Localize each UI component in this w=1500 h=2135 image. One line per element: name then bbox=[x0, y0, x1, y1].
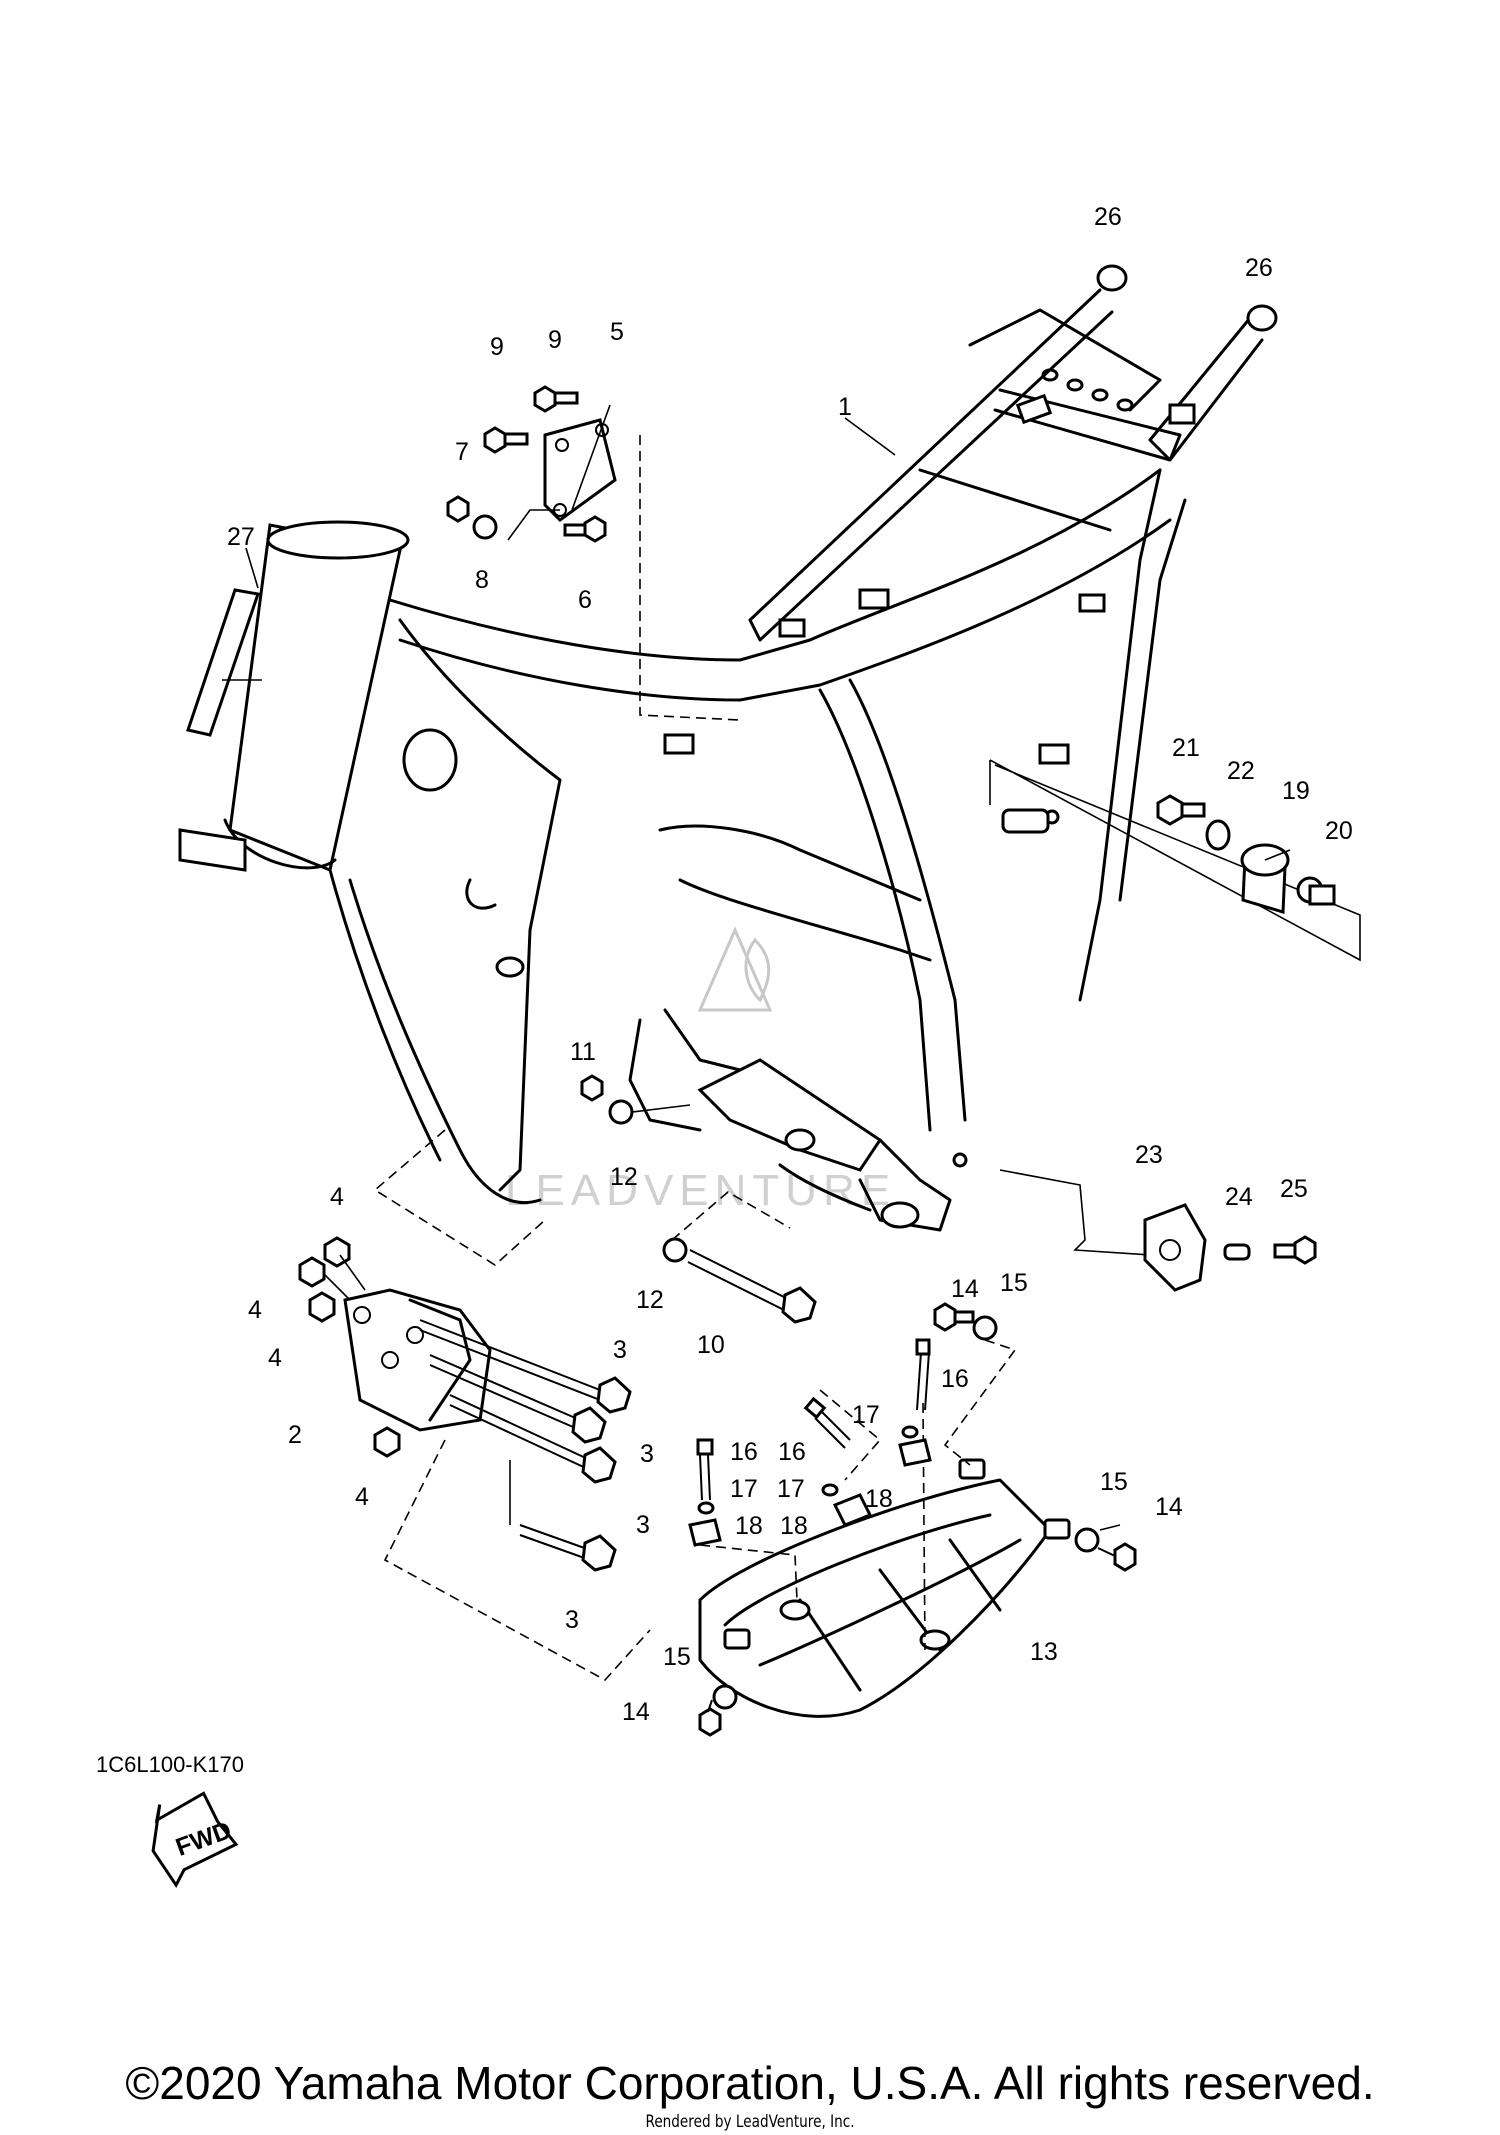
callout-18: 18 bbox=[780, 1512, 808, 1540]
diagram-code: 1C6L100-K170 bbox=[96, 1752, 245, 1777]
skid-plate-guard bbox=[698, 1339, 1071, 1718]
callout-21: 21 bbox=[1172, 734, 1200, 762]
copyright-notice: ©2020 Yamaha Motor Corporation, U.S.A. A… bbox=[125, 2057, 1375, 2109]
callout-numbers: 1 2 3 3 3 3 4 4 4 4 5 6 7 8 9 9 10 11 12… bbox=[227, 203, 1353, 1726]
callout-16: 16 bbox=[778, 1438, 806, 1466]
frame-guard-27 bbox=[186, 588, 260, 737]
callout-15: 15 bbox=[1100, 1468, 1128, 1496]
callout-18: 18 bbox=[735, 1512, 763, 1540]
callout-3: 3 bbox=[640, 1440, 654, 1468]
callout-15: 15 bbox=[663, 1643, 691, 1671]
callout-23: 23 bbox=[1135, 1141, 1163, 1169]
callout-14: 14 bbox=[622, 1698, 650, 1726]
callout-4: 4 bbox=[355, 1483, 369, 1511]
watermark-text: LEADVENTURE bbox=[505, 1166, 896, 1215]
callout-11: 11 bbox=[570, 1038, 596, 1066]
skid-plate-fasteners bbox=[688, 1302, 1137, 1737]
callout-8: 8 bbox=[475, 566, 489, 594]
callout-27: 27 bbox=[227, 523, 255, 551]
callout-4: 4 bbox=[330, 1183, 344, 1211]
callout-18: 18 bbox=[865, 1485, 893, 1513]
callout-19: 19 bbox=[1282, 777, 1310, 805]
callout-17: 17 bbox=[777, 1475, 805, 1503]
callout-12: 12 bbox=[610, 1163, 638, 1191]
leadventure-watermark: LEADVENTURE bbox=[505, 926, 896, 1215]
callout-5: 5 bbox=[610, 318, 624, 346]
callout-13: 13 bbox=[1030, 1638, 1058, 1666]
chain-roller-assembly bbox=[999, 1169, 1317, 1292]
callout-1: 1 bbox=[838, 393, 852, 421]
callout-26: 26 bbox=[1094, 203, 1122, 231]
callout-24: 24 bbox=[1225, 1183, 1253, 1211]
shock-mount-inset bbox=[989, 759, 1361, 962]
plug-26-right bbox=[1246, 304, 1278, 332]
fwd-arrow-icon: FWD bbox=[151, 1791, 239, 1889]
callout-12: 12 bbox=[636, 1286, 664, 1314]
callout-16: 16 bbox=[730, 1438, 758, 1466]
callout-14: 14 bbox=[951, 1275, 979, 1303]
callout-7: 7 bbox=[455, 438, 469, 466]
callout-6: 6 bbox=[578, 586, 592, 614]
rendered-by-credit: Rendered by LeadVenture, Inc. bbox=[645, 2112, 855, 2132]
callout-15: 15 bbox=[1000, 1269, 1028, 1297]
callout-17: 17 bbox=[730, 1475, 758, 1503]
callout-4: 4 bbox=[248, 1296, 262, 1324]
callout-25: 25 bbox=[1280, 1175, 1308, 1203]
callout-4: 4 bbox=[268, 1344, 282, 1372]
callout-22: 22 bbox=[1227, 757, 1255, 785]
callout-9: 9 bbox=[490, 333, 504, 361]
callout-9: 9 bbox=[548, 326, 562, 354]
callout-14: 14 bbox=[1155, 1493, 1183, 1521]
pivot-shaft-assembly bbox=[580, 1074, 817, 1324]
callout-3: 3 bbox=[636, 1511, 650, 1539]
callout-26: 26 bbox=[1245, 254, 1273, 282]
callout-17: 17 bbox=[852, 1401, 880, 1429]
callout-10: 10 bbox=[697, 1331, 725, 1359]
upper-bracket-hardware bbox=[446, 385, 617, 543]
engine-hanger-assembly bbox=[298, 1129, 651, 1682]
callout-3: 3 bbox=[565, 1606, 579, 1634]
callout-leaders bbox=[844, 417, 1291, 861]
callout-16: 16 bbox=[941, 1365, 969, 1393]
main-frame bbox=[178, 288, 1264, 1232]
plug-26-left bbox=[1096, 264, 1128, 292]
callout-2: 2 bbox=[288, 1421, 302, 1449]
callout-20: 20 bbox=[1325, 817, 1353, 845]
callout-3: 3 bbox=[613, 1336, 627, 1364]
